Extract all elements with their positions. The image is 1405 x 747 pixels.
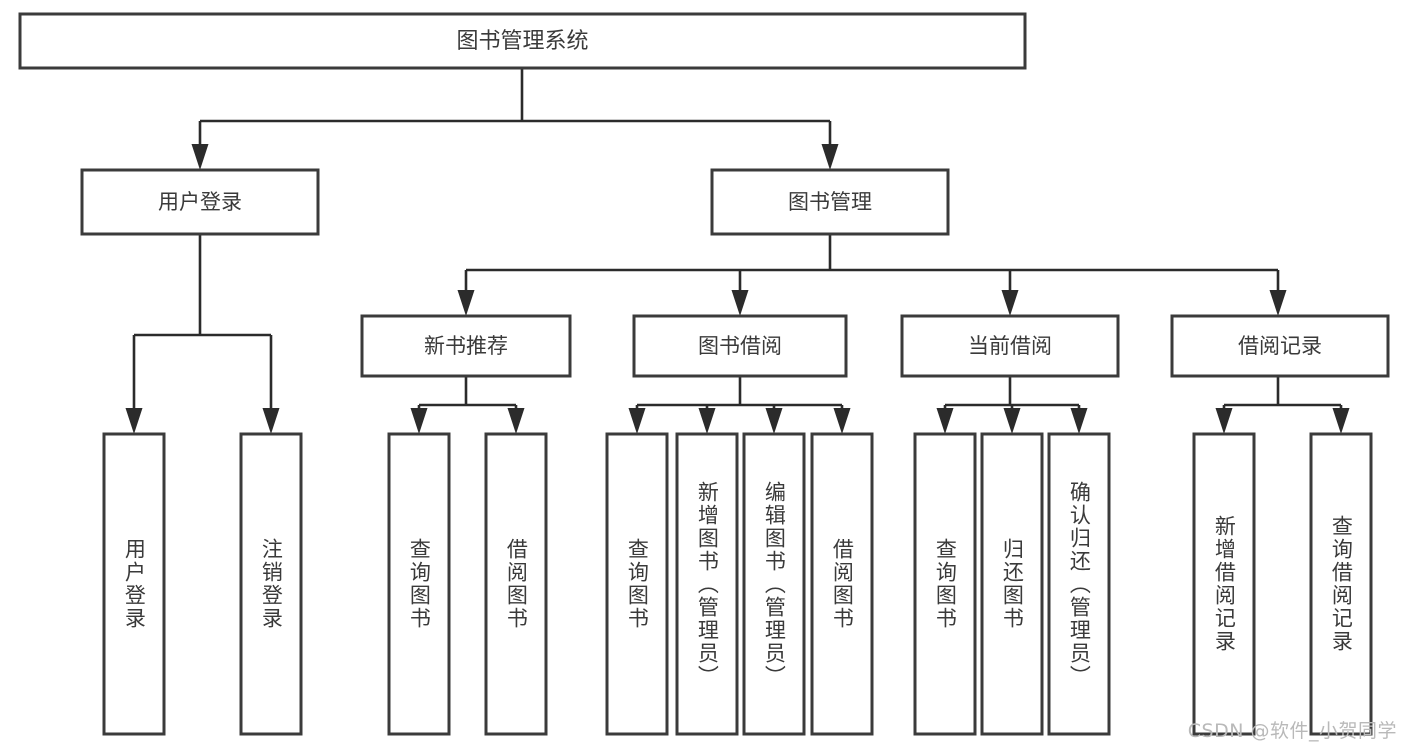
node-box-current-borrow[interactable] [900, 314, 1120, 378]
arrow-head-icon [191, 144, 209, 170]
connector-borrow_record_to_leaves [1215, 376, 1350, 434]
arrow-head-icon [731, 290, 749, 316]
arrow-head-icon [262, 408, 280, 434]
node-label-new-book-rec: 新书推荐 [424, 334, 508, 358]
node-label-borrow-record: 借阅记录 [1238, 334, 1322, 358]
arrow-head-icon [698, 408, 716, 434]
arrow-head-icon [936, 408, 954, 434]
node-box-new-book-rec[interactable] [360, 314, 572, 378]
node-box-borrow-record[interactable] [1170, 314, 1390, 378]
node-box-leaf-borrow-book[interactable] [810, 432, 874, 736]
arrow-head-icon [833, 408, 851, 434]
arrow-head-icon [1332, 408, 1350, 434]
node-label-root: 图书管理系统 [456, 29, 588, 54]
node-box-leaf-edit-book-admin[interactable] [742, 432, 806, 736]
connector-layer [125, 68, 1350, 434]
arrow-head-icon [765, 408, 783, 434]
node-box-user-login[interactable] [80, 168, 320, 236]
arrow-head-icon [1003, 408, 1021, 434]
node-label-current-borrow: 当前借阅 [968, 334, 1052, 358]
connector-new_book_rec_to_leaves [410, 376, 525, 434]
node-box-leaf-confirm-return-admin[interactable] [1047, 432, 1111, 736]
connector-book_borrow_to_leaves [628, 376, 851, 434]
node-box-leaf-query-borrow-record[interactable] [1309, 432, 1373, 736]
node-label-user-login: 用户登录 [158, 190, 242, 214]
arrow-head-icon [457, 290, 475, 316]
arrow-head-icon [1001, 290, 1019, 316]
arrow-head-icon [628, 408, 646, 434]
arrow-head-icon [410, 408, 428, 434]
node-box-leaf-add-book-admin[interactable] [675, 432, 739, 736]
node-label-book-borrow: 图书借阅 [698, 334, 782, 358]
arrow-head-icon [1070, 408, 1088, 434]
arrow-head-icon [507, 408, 525, 434]
csdn-watermark: CSDN @软件_小贺同学 [1187, 720, 1397, 742]
arrow-head-icon [125, 408, 143, 434]
arrow-head-icon [1215, 408, 1233, 434]
node-box-leaf-user-logout[interactable] [239, 432, 303, 736]
node-label-book-manage: 图书管理 [788, 190, 872, 214]
connector-book_manage_to_level3 [457, 234, 1287, 316]
node-box-leaf-return-book[interactable] [980, 432, 1044, 736]
arrow-head-icon [821, 144, 839, 170]
node-box-book-manage[interactable] [710, 168, 950, 236]
node-box-layer [18, 12, 1390, 736]
connector-user_login_to_leaves [125, 234, 280, 434]
node-box-leaf-add-borrow-record[interactable] [1192, 432, 1256, 736]
connector-current_borrow_to_leaves [936, 376, 1088, 434]
node-box-leaf-query-book-cur[interactable] [913, 432, 977, 736]
node-box-book-borrow[interactable] [632, 314, 848, 378]
node-box-root[interactable] [18, 12, 1027, 70]
connector-root_to_level2 [191, 68, 839, 170]
node-box-leaf-borrow-book-rec[interactable] [484, 432, 548, 736]
node-box-leaf-user-login[interactable] [102, 432, 166, 736]
node-box-leaf-query-book-rec[interactable] [387, 432, 451, 736]
node-box-leaf-query-book-borrow[interactable] [605, 432, 669, 736]
arrow-head-icon [1269, 290, 1287, 316]
